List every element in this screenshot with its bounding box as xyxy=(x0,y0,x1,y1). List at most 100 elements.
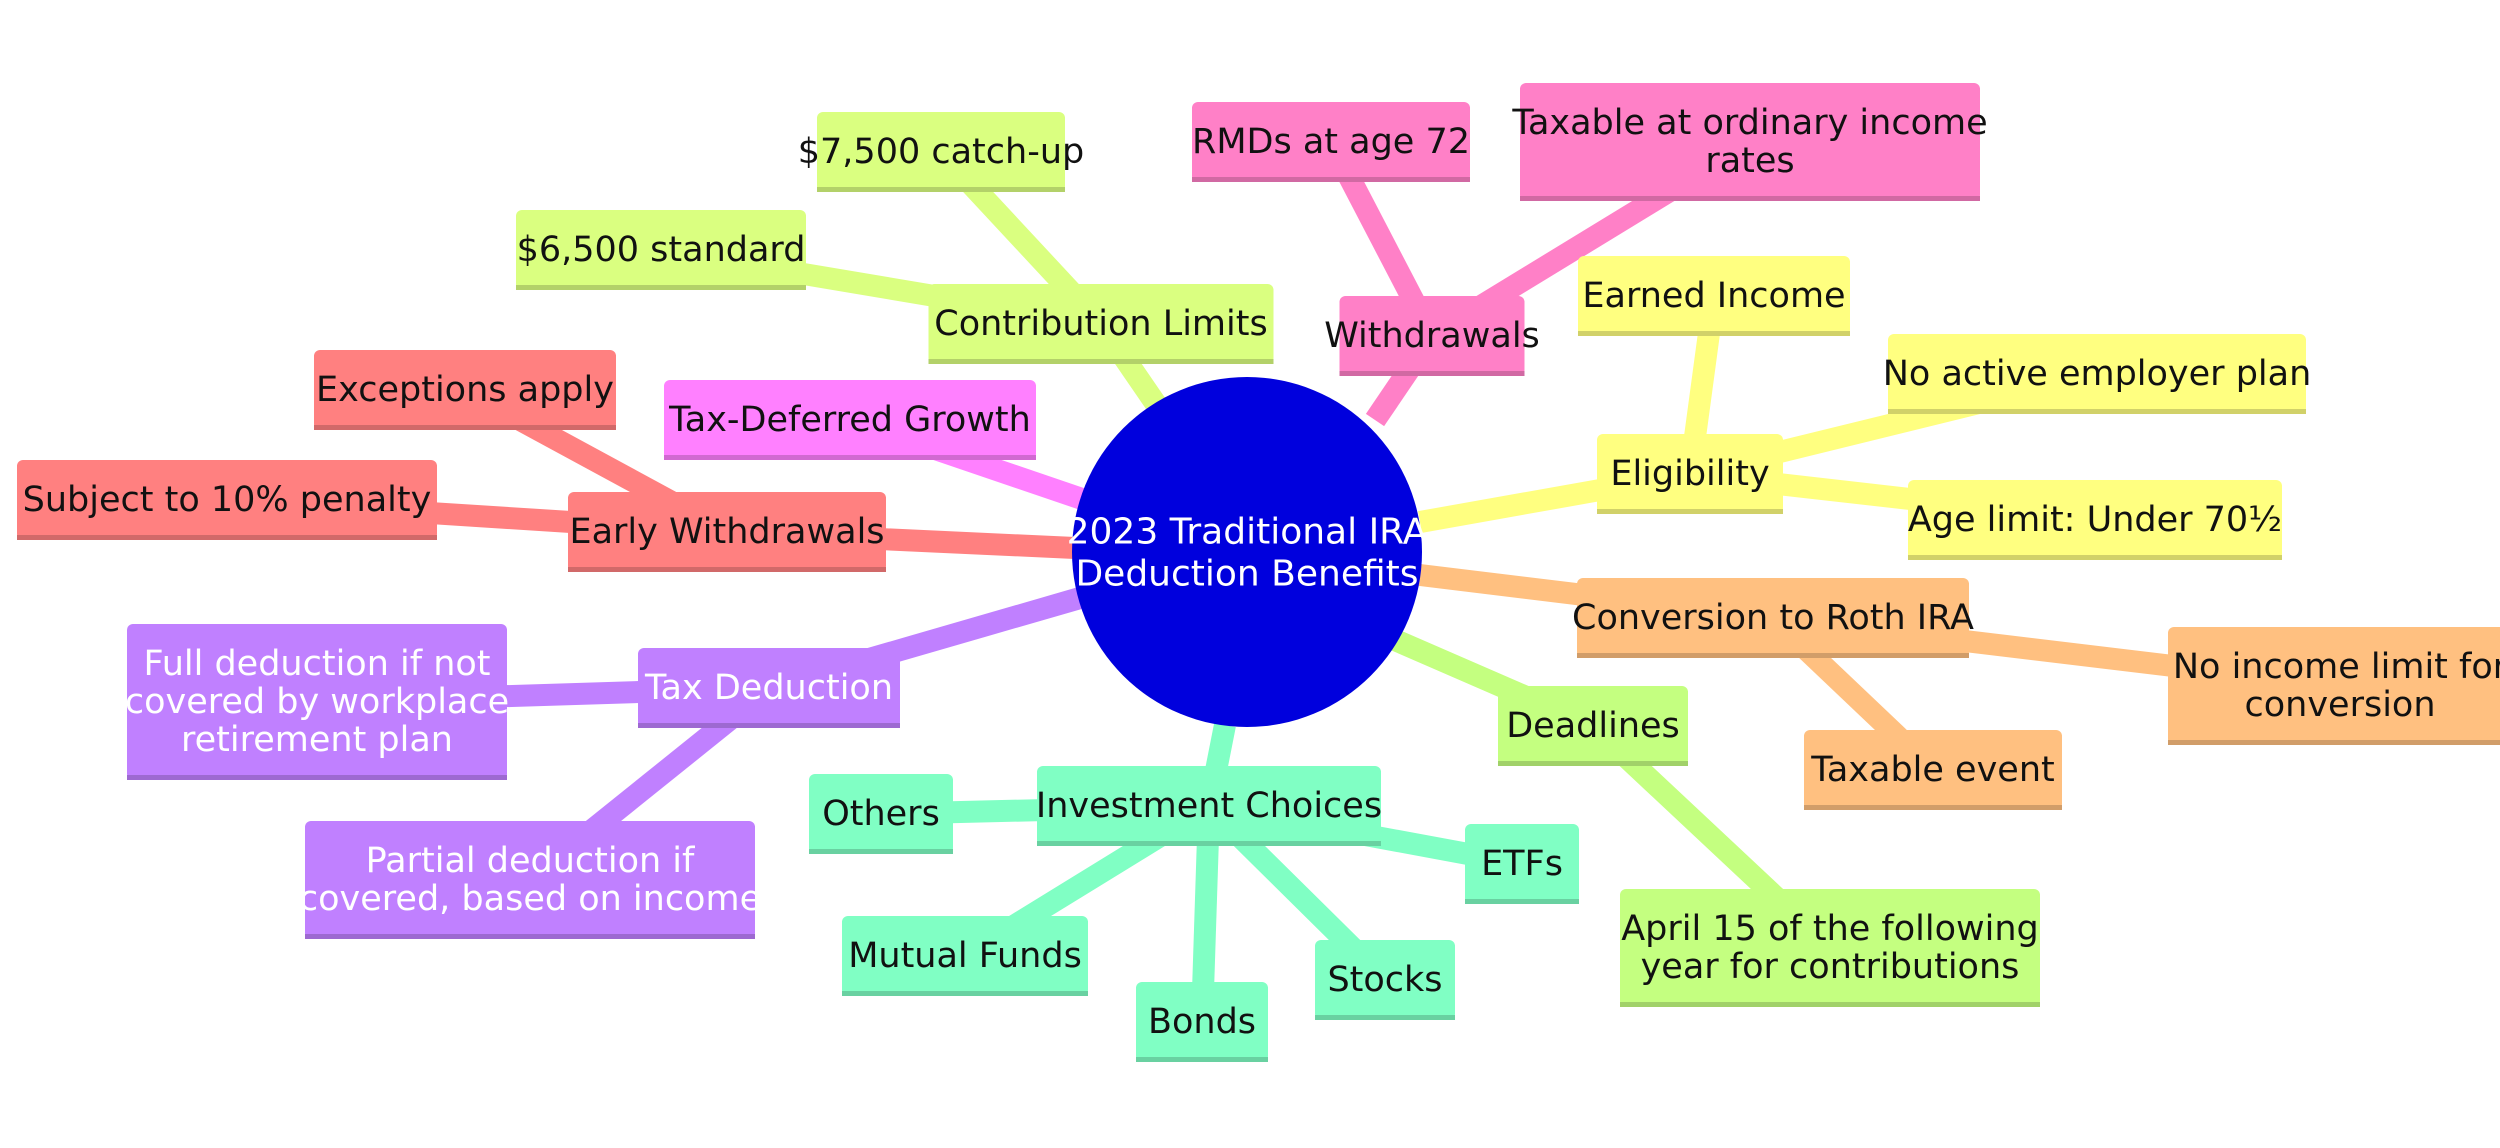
leaf-eligibility-1-underline xyxy=(1888,409,2306,414)
branch-contribution_limits: Contribution Limits xyxy=(928,284,1274,364)
leaf-withdrawals-1-box xyxy=(1520,83,1980,201)
branch-tax_deferred-label: Tax-Deferred Growth xyxy=(668,400,1031,440)
leaf-eligibility-1: No active employer plan xyxy=(1883,334,2312,414)
leaf-conversion-0-box xyxy=(2168,627,2500,745)
leaf-contribution_limits-1-underline xyxy=(817,187,1065,192)
leaf-eligibility-2-underline xyxy=(1908,555,2282,560)
leaf-deadlines-0-label: April 15 of the following xyxy=(1621,909,2039,949)
leaf-withdrawals-0-underline xyxy=(1192,177,1470,182)
leaf-early_withdrawals-1-label: Subject to 10% penalty xyxy=(23,480,432,520)
leaf-investment-1-underline xyxy=(1465,899,1579,904)
leaf-investment-4-underline xyxy=(1315,1015,1455,1020)
leaf-tax_deduction-0-label: Full deduction if not xyxy=(143,644,490,684)
leaf-eligibility-0: Earned Income xyxy=(1578,256,1850,336)
leaf-withdrawals-1-underline xyxy=(1520,196,1980,201)
leaf-tax_deduction-1-box xyxy=(305,821,755,939)
leaf-tax_deduction-1-label: Partial deduction if xyxy=(366,841,695,881)
leaf-eligibility-2-label: Age limit: Under 70½ xyxy=(1908,500,2282,540)
branch-deadlines-underline xyxy=(1498,761,1688,766)
leaf-early_withdrawals-0-underline xyxy=(314,425,616,430)
branch-eligibility: Eligibility xyxy=(1597,434,1783,514)
branch-withdrawals: Withdrawals xyxy=(1324,296,1540,376)
leaf-investment-1: ETFs xyxy=(1465,824,1579,904)
leaf-withdrawals-0-box xyxy=(1192,102,1470,182)
branch-conversion: Conversion to Roth IRA xyxy=(1572,578,1974,658)
leaf-early_withdrawals-0: Exceptions apply xyxy=(314,350,616,430)
leaf-conversion-0-underline xyxy=(2168,740,2500,745)
leaf-investment-2: Mutual Funds xyxy=(842,916,1088,996)
leaf-investment-0: Others xyxy=(809,774,953,854)
leaf-eligibility-2-box xyxy=(1908,480,2282,560)
branch-tax_deduction-label: Tax Deduction xyxy=(644,668,893,708)
leaf-conversion-1: Taxable event xyxy=(1804,730,2062,810)
leaf-conversion-1-underline xyxy=(1804,805,2062,810)
leaf-tax_deduction-0-box xyxy=(127,624,507,780)
branch-deadlines-box xyxy=(1498,686,1688,766)
leaf-eligibility-0-label: Earned Income xyxy=(1582,276,1845,316)
leaf-contribution_limits-0-underline xyxy=(516,285,806,290)
leaf-investment-3-label: Bonds xyxy=(1148,1002,1256,1042)
leaf-investment-2-box xyxy=(842,916,1088,996)
leaf-early_withdrawals-0-box xyxy=(314,350,616,430)
leaf-eligibility-2: Age limit: Under 70½ xyxy=(1908,480,2282,560)
leaf-eligibility-1-label: No active employer plan xyxy=(1883,354,2312,394)
leaf-withdrawals-0: RMDs at age 72 xyxy=(1192,102,1470,182)
branch-early_withdrawals: Early Withdrawals xyxy=(568,492,886,572)
leaf-withdrawals-0-label: RMDs at age 72 xyxy=(1192,122,1470,162)
leaf-early_withdrawals-1-box xyxy=(17,460,437,540)
branch-tax_deduction-box xyxy=(638,648,900,728)
leaf-conversion-0-label: conversion xyxy=(2244,685,2435,725)
branch-tax_deduction: Tax Deduction xyxy=(638,648,900,728)
leaf-contribution_limits-1-box xyxy=(817,112,1065,192)
leaf-deadlines-0-box xyxy=(1620,889,2040,1007)
branch-tax_deferred-underline xyxy=(664,455,1036,460)
branch-investment-label: Investment Choices xyxy=(1036,786,1382,826)
branch-eligibility-underline xyxy=(1597,509,1783,514)
branch-investment: Investment Choices xyxy=(1036,766,1382,846)
leaf-tax_deduction-1-underline xyxy=(305,934,755,939)
branch-investment-box xyxy=(1037,766,1381,846)
leaf-withdrawals-1-label: Taxable at ordinary income xyxy=(1511,103,1987,143)
branch-withdrawals-underline xyxy=(1339,371,1525,376)
leaf-contribution_limits-0-box xyxy=(516,210,806,290)
leaf-conversion-1-label: Taxable event xyxy=(1810,750,2054,790)
leaf-contribution_limits-0-label: $6,500 standard xyxy=(517,230,806,270)
leaf-investment-4: Stocks xyxy=(1315,940,1455,1020)
leaf-contribution_limits-0: $6,500 standard xyxy=(516,210,806,290)
branch-early_withdrawals-box xyxy=(568,492,886,572)
branch-tax_deduction-underline xyxy=(638,723,900,728)
leaf-withdrawals-1-label: rates xyxy=(1705,141,1794,181)
branch-tax_deferred-box xyxy=(664,380,1036,460)
branch-deadlines: Deadlines xyxy=(1498,686,1688,766)
leaf-eligibility-0-underline xyxy=(1578,331,1850,336)
leaf-deadlines-0-label: year for contributions xyxy=(1641,947,2020,987)
branch-early_withdrawals-label: Early Withdrawals xyxy=(569,512,884,552)
leaf-conversion-1-box xyxy=(1804,730,2062,810)
root-title-line: Deduction Benefits xyxy=(1075,554,1418,595)
branch-conversion-underline xyxy=(1577,653,1969,658)
leaf-investment-2-label: Mutual Funds xyxy=(848,936,1082,976)
leaf-investment-3-box xyxy=(1136,982,1268,1062)
leaf-early_withdrawals-1: Subject to 10% penalty xyxy=(17,460,437,540)
leaf-conversion-0-label: No income limit for xyxy=(2173,647,2500,687)
branch-conversion-label: Conversion to Roth IRA xyxy=(1572,598,1974,638)
leaf-investment-4-box xyxy=(1315,940,1455,1020)
leaf-investment-4-label: Stocks xyxy=(1327,960,1442,1000)
leaf-investment-0-underline xyxy=(809,849,953,854)
branch-eligibility-box xyxy=(1597,434,1783,514)
branch-contribution_limits-box xyxy=(928,284,1274,364)
branch-investment-underline xyxy=(1037,841,1381,846)
branch-early_withdrawals-underline xyxy=(568,567,886,572)
leaf-tax_deduction-1-label: covered, based on income xyxy=(299,879,761,919)
leaf-contribution_limits-1: $7,500 catch-up xyxy=(798,112,1084,192)
branch-contribution_limits-label: Contribution Limits xyxy=(934,304,1267,344)
leaf-investment-0-label: Others xyxy=(822,794,940,834)
root-title-line: 2023 Traditional IRA xyxy=(1067,512,1428,553)
branch-deadlines-label: Deadlines xyxy=(1506,706,1680,746)
leaf-investment-2-underline xyxy=(842,991,1088,996)
